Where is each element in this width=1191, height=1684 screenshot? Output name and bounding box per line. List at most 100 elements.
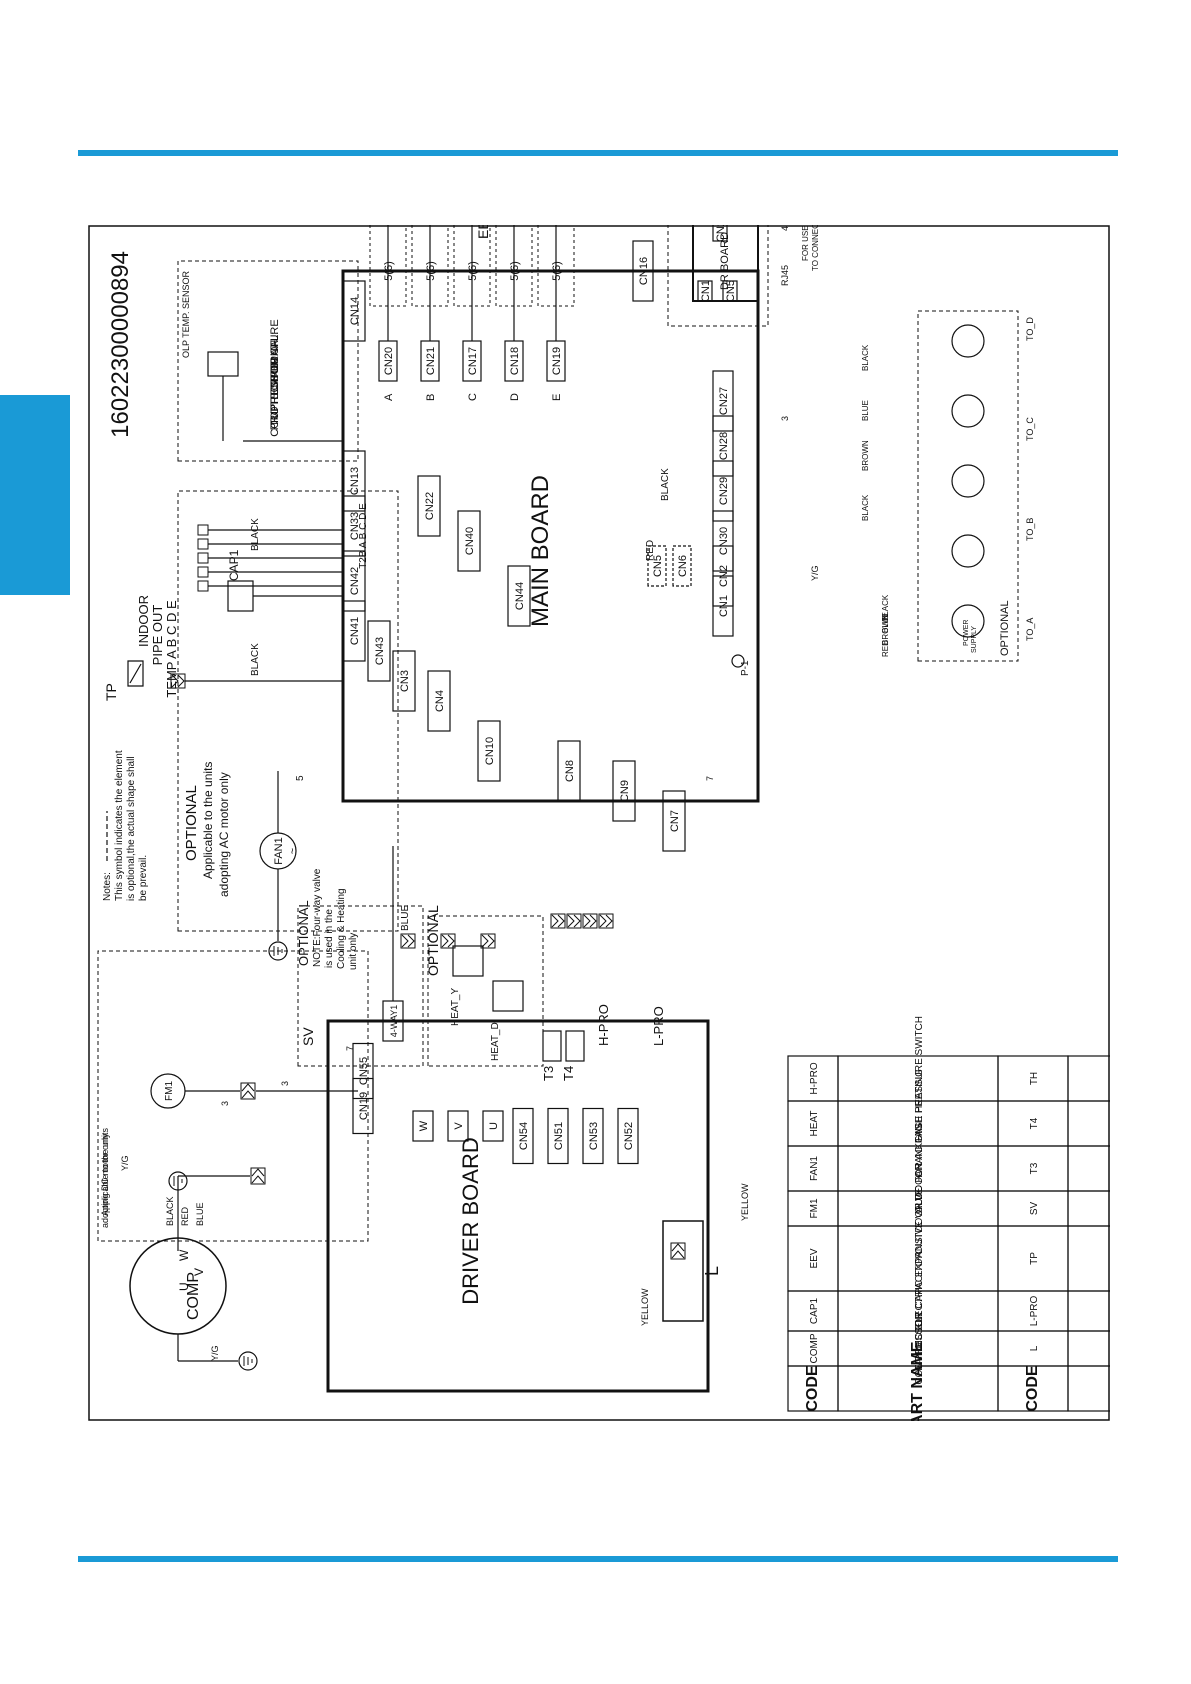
power-supply-0: POWER — [963, 620, 970, 646]
main-connector-cn8-label: CN8 — [564, 760, 576, 782]
olp-sensor-body — [207, 351, 239, 377]
terminal-label-0: TO_D — [1025, 317, 1035, 341]
driver-connector-cn53-box — [582, 1107, 604, 1165]
main-connector-right-cn16-label: CN16 — [638, 257, 650, 285]
comp-yg: Y/G — [210, 1345, 220, 1361]
comp-phase-w: W — [177, 1249, 191, 1261]
driver-connector-cn55-label: CN55 — [358, 1057, 370, 1085]
fm1-plug-body — [240, 1082, 256, 1100]
main-connector-cn3-label: CN3 — [399, 670, 411, 692]
main-connector-cn40-label: CN40 — [464, 527, 476, 555]
heat-y-label: HEAT_Y — [450, 988, 461, 1026]
main-connector-cn42-label: CN42 — [349, 567, 361, 595]
eev-letter-3: D — [509, 393, 521, 401]
diagram-frame — [88, 225, 1110, 1421]
dr-connector-cn2-box — [712, 225, 728, 242]
dr-connector-cn5-label: CN5 — [725, 280, 737, 302]
power-wire-label-3: RED — [881, 640, 890, 657]
main-connector-right-cn28-box — [712, 415, 734, 477]
main-connector-cn44-label: CN44 — [514, 582, 526, 610]
main-connector-right-cn28-label: CN28 — [718, 432, 730, 460]
legend-cell-6-3 — [1067, 1100, 1110, 1147]
terminal-wire-label-0: BLACK — [861, 344, 870, 371]
terminal-yg: Y/G — [810, 565, 820, 581]
main-connector-cn7-label: CN7 — [669, 810, 681, 832]
cn6-wire-black: BLACK — [660, 468, 671, 501]
power-wire-label-1: BLUE — [881, 612, 890, 633]
legend-text-7-2: TH — [1029, 1072, 1040, 1085]
driver-connector-u-label: U — [488, 1122, 500, 1130]
legend-text-3-2: TP — [1029, 1252, 1040, 1265]
sv-label: SV — [300, 1027, 316, 1046]
driver-connector-v-label: V — [453, 1122, 465, 1130]
eev-letter-4: E — [551, 394, 563, 401]
driver-connector-w-label: W — [418, 1120, 430, 1131]
dr-board-label: DR BOARD — [719, 232, 731, 290]
driver-connector-cn52-label: CN52 — [623, 1122, 635, 1150]
driver-board — [326, 1019, 710, 1393]
sv-wire-blue: BLUE — [400, 905, 411, 931]
main-connector-cn5-box — [647, 545, 667, 587]
sensor-t3-label: T3 — [541, 1066, 556, 1081]
eev-connector-cn18-label: CN18 — [509, 347, 521, 375]
inductor-coil — [662, 1220, 704, 1322]
sensor-plug-3-body — [598, 913, 614, 929]
legend-text-2-2: L-PRO — [1029, 1295, 1040, 1326]
cn5-wire-red: RED — [645, 540, 656, 561]
legend-text-0-2: CODE — [1024, 1365, 1041, 1412]
tp-label: TP — [103, 683, 119, 701]
main-connector-right-cn30-label: CN30 — [718, 527, 730, 555]
indoor-label-2: TEMP A B C D E — [164, 600, 179, 698]
output-motor-4 — [951, 604, 985, 638]
legend-text-6-0: HEAT — [809, 1111, 820, 1137]
main-connector-right-cn29-box — [712, 460, 734, 522]
driver-connector-cn55-box — [352, 1042, 374, 1100]
eev-connector-cn20-label: CN20 — [383, 347, 395, 375]
main-connector-right-cn29-label: CN29 — [718, 477, 730, 505]
eev-wire-count-3: 5(6) — [509, 261, 521, 281]
main-connector-cn4-box — [427, 670, 451, 732]
sv-optional-box — [297, 905, 424, 1067]
dr-count: 4 — [780, 226, 790, 231]
sv-note-3: Cooling & Heating — [336, 888, 347, 969]
main-connector-right-cn30-box — [712, 510, 734, 572]
inductor-plug-arrows — [671, 1243, 685, 1259]
legend-text-6-2: T4 — [1029, 1117, 1040, 1129]
legend-cell-5-3 — [1067, 1145, 1110, 1192]
top-accent-rule — [78, 150, 1118, 156]
eev-connector-cn21-label: CN21 — [425, 347, 437, 375]
legend-text-1-2: L — [1029, 1345, 1040, 1351]
legend-text-1-0: COMP — [809, 1333, 820, 1363]
legend-cell-3-3 — [1067, 1225, 1110, 1292]
legend-text-4-0: FM1 — [809, 1198, 820, 1218]
tp-plug-arrows — [171, 674, 185, 688]
indoor-terminal-2 — [197, 552, 209, 564]
driver-connector-v-box — [447, 1110, 469, 1142]
main-connector-cn9-label: CN9 — [619, 780, 631, 802]
dr-connector-cn5-box — [722, 280, 738, 302]
eev-wire-count-1: 5(6) — [425, 261, 437, 281]
legend-text-5-0: FAN1 — [809, 1156, 820, 1181]
sensor-plug-0-body — [550, 913, 566, 929]
legend-text-4-1: OUTDOOR DC FAN — [914, 1163, 925, 1254]
fm1-count-3a: 3 — [220, 1101, 230, 1106]
notes-line-0: This symbol indicates the element — [114, 750, 125, 901]
output-motor-2 — [951, 464, 985, 498]
plug-cn10-body — [480, 933, 496, 949]
main-board-label: MAIN BOARD — [527, 475, 554, 627]
dr-user-0: FOR USER — [801, 225, 810, 261]
sensor-t3-body — [542, 1030, 562, 1062]
main-connector-cn41-label: CN41 — [349, 617, 361, 645]
p1-label: P-1 — [740, 660, 751, 676]
legend-cell-7-3 — [1067, 1055, 1110, 1102]
sensor-plug-1-body — [566, 913, 582, 929]
eev-connector-cn17-label: CN17 — [467, 347, 479, 375]
plug-cn4-arrows — [441, 934, 455, 948]
terminal-wire-label-3: BLACK — [861, 494, 870, 521]
main-connector-cn7-box — [662, 790, 686, 852]
driver-connector-cn51-label: CN51 — [553, 1122, 565, 1150]
eev-letter-0: A — [383, 393, 395, 401]
indoor-terminal-1 — [197, 566, 209, 578]
main-connector-right-cn27-label: CN27 — [718, 387, 730, 415]
